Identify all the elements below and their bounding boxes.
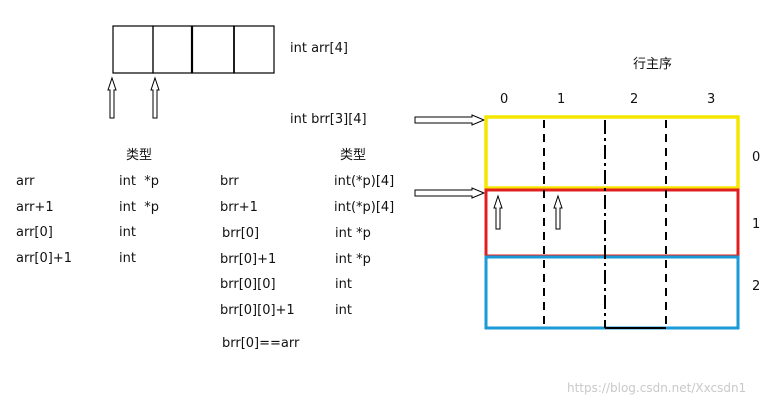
right-expr-1: brr+1 bbox=[220, 200, 258, 215]
arr-cell-1 bbox=[152, 25, 193, 74]
left-type-table: arr int *p arr+1 int *p arr[0] int arr[0… bbox=[16, 174, 159, 266]
left-type-2: int bbox=[119, 225, 136, 240]
left-expr-1: arr+1 bbox=[16, 200, 54, 215]
left-type-3: int bbox=[119, 251, 136, 266]
right-type-0: int(*p)[4] bbox=[334, 174, 394, 189]
arr-cell-0 bbox=[112, 25, 154, 74]
arr-cell-2 bbox=[191, 25, 235, 74]
row-index-1: 1 bbox=[752, 217, 760, 232]
arr-array-boxes bbox=[112, 25, 275, 74]
brr-row-2 bbox=[484, 255, 740, 330]
arr-cell-3 bbox=[233, 25, 275, 74]
arr-up-arrows bbox=[107, 76, 160, 119]
left-expr-0: arr bbox=[16, 174, 35, 189]
row-major-title: 行主序 bbox=[633, 57, 672, 72]
brr-arrow-row1 bbox=[414, 187, 486, 199]
right-expr-0: brr bbox=[220, 174, 239, 189]
brr-row-0 bbox=[484, 115, 740, 190]
arr-up-arrow-0 bbox=[107, 76, 117, 119]
right-expr-3: brr[0]+1 bbox=[220, 252, 276, 267]
row-index-2: 2 bbox=[752, 279, 760, 294]
brr-row-1 bbox=[484, 188, 740, 258]
right-type-4: int bbox=[335, 277, 352, 292]
brr-2d-array bbox=[484, 115, 740, 330]
left-type-1: int *p bbox=[119, 200, 159, 215]
arr-declaration: int arr[4] bbox=[290, 41, 348, 56]
equality-note: brr[0]==arr bbox=[222, 336, 300, 351]
right-type-table: brr int(*p)[4] brr+1 int(*p)[4] brr[0] i… bbox=[220, 174, 394, 318]
right-expr-4: brr[0][0] bbox=[220, 277, 276, 292]
right-type-5: int bbox=[335, 303, 352, 318]
brr-arrow-row0 bbox=[414, 114, 486, 126]
type-header-right: 类型 bbox=[340, 148, 366, 163]
right-expr-5: brr[0][0]+1 bbox=[220, 303, 295, 318]
brr-up-arrow-1 bbox=[553, 194, 563, 230]
brr-pointer-arrows bbox=[414, 114, 486, 199]
column-index-3: 3 bbox=[707, 92, 715, 107]
right-expr-2: brr[0] bbox=[222, 226, 259, 241]
left-expr-2: arr[0] bbox=[16, 225, 53, 240]
brr-up-arrow-0 bbox=[493, 194, 503, 230]
column-index-2: 2 bbox=[630, 92, 638, 107]
right-type-3: int *p bbox=[335, 252, 371, 267]
brr-declaration: int brr[3][4] bbox=[290, 112, 367, 127]
left-expr-3: arr[0]+1 bbox=[16, 251, 72, 266]
row-index-0: 0 bbox=[752, 150, 760, 165]
arr-up-arrow-1 bbox=[150, 76, 160, 119]
right-type-2: int *p bbox=[335, 226, 371, 241]
column-index-1: 1 bbox=[557, 92, 565, 107]
brr-up-arrows bbox=[493, 194, 563, 230]
left-type-0: int *p bbox=[119, 174, 159, 189]
column-index-0: 0 bbox=[500, 92, 508, 107]
watermark: https://blog.csdn.net/Xxcsdn1 bbox=[567, 381, 746, 395]
type-header-left: 类型 bbox=[126, 148, 152, 163]
right-type-1: int(*p)[4] bbox=[334, 200, 394, 215]
